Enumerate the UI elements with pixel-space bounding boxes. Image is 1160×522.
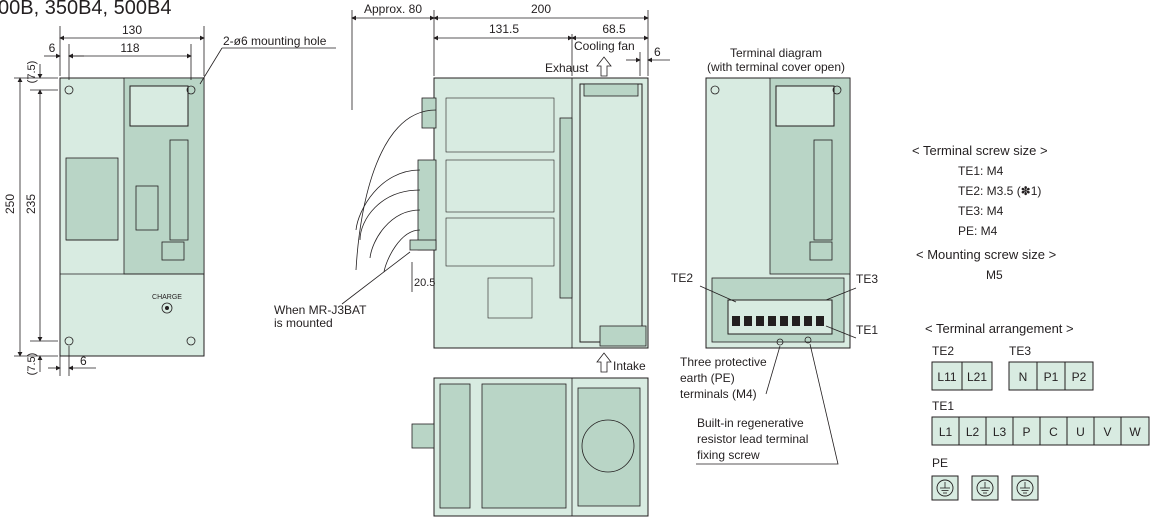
te3-terminal: P2: [1072, 370, 1087, 384]
screw-spec: < Terminal screw size > TE1: M4 TE2: M3.…: [912, 143, 1056, 282]
fan-offset-dim: 6: [654, 45, 661, 59]
terminal-screw-item: TE1: M4: [958, 164, 1004, 178]
te3-terminal: P1: [1044, 370, 1059, 384]
pe-ground-icon: [971, 475, 999, 501]
te3-callout: TE3: [856, 272, 878, 286]
te1-terminal: L3: [993, 425, 1007, 439]
te1-terminal: L1: [939, 425, 953, 439]
terminal-screw-heading: < Terminal screw size >: [912, 143, 1048, 158]
pe-note-line2: earth (PE): [680, 371, 735, 385]
pe-ground-icon: [931, 475, 959, 501]
mounting-hole-icon: [186, 85, 196, 95]
pe-arrangement-label: PE: [932, 456, 948, 470]
regen-note-line3: fixing screw: [697, 448, 760, 462]
front-height-dim: 250: [3, 194, 17, 214]
regen-note-line1: Built-in regenerative: [697, 416, 804, 430]
intake-arrow-icon: [596, 352, 612, 373]
terminal-diagram-subtitle: (with terminal cover open): [707, 60, 845, 74]
te1-callout: TE1: [856, 323, 878, 337]
cooling-fan-label: Cooling fan: [574, 39, 635, 53]
exhaust-label: Exhaust: [545, 61, 589, 75]
terminal-diagram-title: Terminal diagram: [730, 46, 822, 60]
front-left-offset-dim: 6: [49, 41, 56, 55]
front-top-margin-dim: (7.5): [26, 61, 38, 84]
te1-terminal-block: [732, 316, 824, 326]
te1-arrangement-label: TE1: [932, 399, 954, 413]
mounting-hole-icon: [64, 336, 74, 346]
cable-clearance-dim: Approx. 80: [364, 2, 422, 16]
intake-label: Intake: [613, 359, 646, 373]
side-rear-depth-dim: 68.5: [602, 22, 626, 36]
mounting-screw-heading: < Mounting screw size >: [916, 247, 1056, 262]
mounting-screw-value: M5: [986, 268, 1003, 282]
te1-terminal: L2: [966, 425, 980, 439]
mounting-hole-icon: [186, 336, 196, 346]
battery-note-line1: When MR-J3BAT: [274, 303, 367, 317]
te1-terminal: C: [1049, 425, 1058, 439]
mounting-hole-label: 2-ø6 mounting hole: [223, 34, 327, 48]
te1-terminal: W: [1129, 425, 1141, 439]
front-width-dim: 130: [122, 23, 142, 37]
te2-terminal: L11: [937, 370, 956, 384]
front-hole-pitch-dim: 118: [120, 41, 139, 55]
te1-terminal: U: [1076, 425, 1085, 439]
exhaust-arrow-icon: [596, 56, 612, 77]
header-title: 00B, 350B4, 500B4: [0, 0, 171, 19]
te3-terminal: N: [1019, 370, 1028, 384]
front-view: CHARGE 130 118 6 2-ø6 mounting hole 250 …: [3, 23, 336, 376]
regen-note-line2: resistor lead terminal: [697, 432, 808, 446]
front-bottom-margin-dim: (7.5): [26, 353, 38, 376]
side-depth-dim: 200: [531, 2, 551, 16]
te1-terminal: P: [1022, 425, 1030, 439]
pe-note-line1: Three protective: [680, 355, 767, 369]
battery-offset-dim: 20.5: [414, 277, 435, 289]
mounting-hole-icon: [64, 85, 74, 95]
te2-arrangement-label: TE2: [932, 344, 954, 358]
side-view: Approx. 80 200 131.5 68.5 Cooling fan 6 …: [274, 2, 670, 517]
charge-label: CHARGE: [152, 294, 182, 301]
arrangement-heading: < Terminal arrangement >: [925, 321, 1074, 336]
pe-ground-icon: [1011, 475, 1039, 501]
terminal-screw-item: PE: M4: [958, 224, 998, 238]
terminal-screw-item: TE3: M4: [958, 204, 1004, 218]
pe-note-line3: terminals (M4): [680, 387, 757, 401]
charge-lamp-icon: [161, 302, 173, 314]
side-front-depth-dim: 131.5: [489, 22, 519, 36]
te1-terminal: V: [1103, 425, 1111, 439]
te2-callout: TE2: [671, 271, 693, 285]
te2-terminal: L21: [967, 370, 987, 384]
front-hole-pitch-vertical-dim: 235: [24, 194, 38, 214]
te3-arrangement-label: TE3: [1009, 344, 1031, 358]
front-bottom-offset-dim: 6: [80, 354, 87, 368]
terminal-view: Terminal diagram (with terminal cover op…: [671, 46, 878, 465]
battery-note-line2: is mounted: [274, 316, 333, 330]
terminal-screw-item: TE2: M3.5 (✽1): [958, 184, 1041, 198]
terminal-arrangement: < Terminal arrangement > TE2 L11 L21 TE3…: [925, 321, 1150, 501]
